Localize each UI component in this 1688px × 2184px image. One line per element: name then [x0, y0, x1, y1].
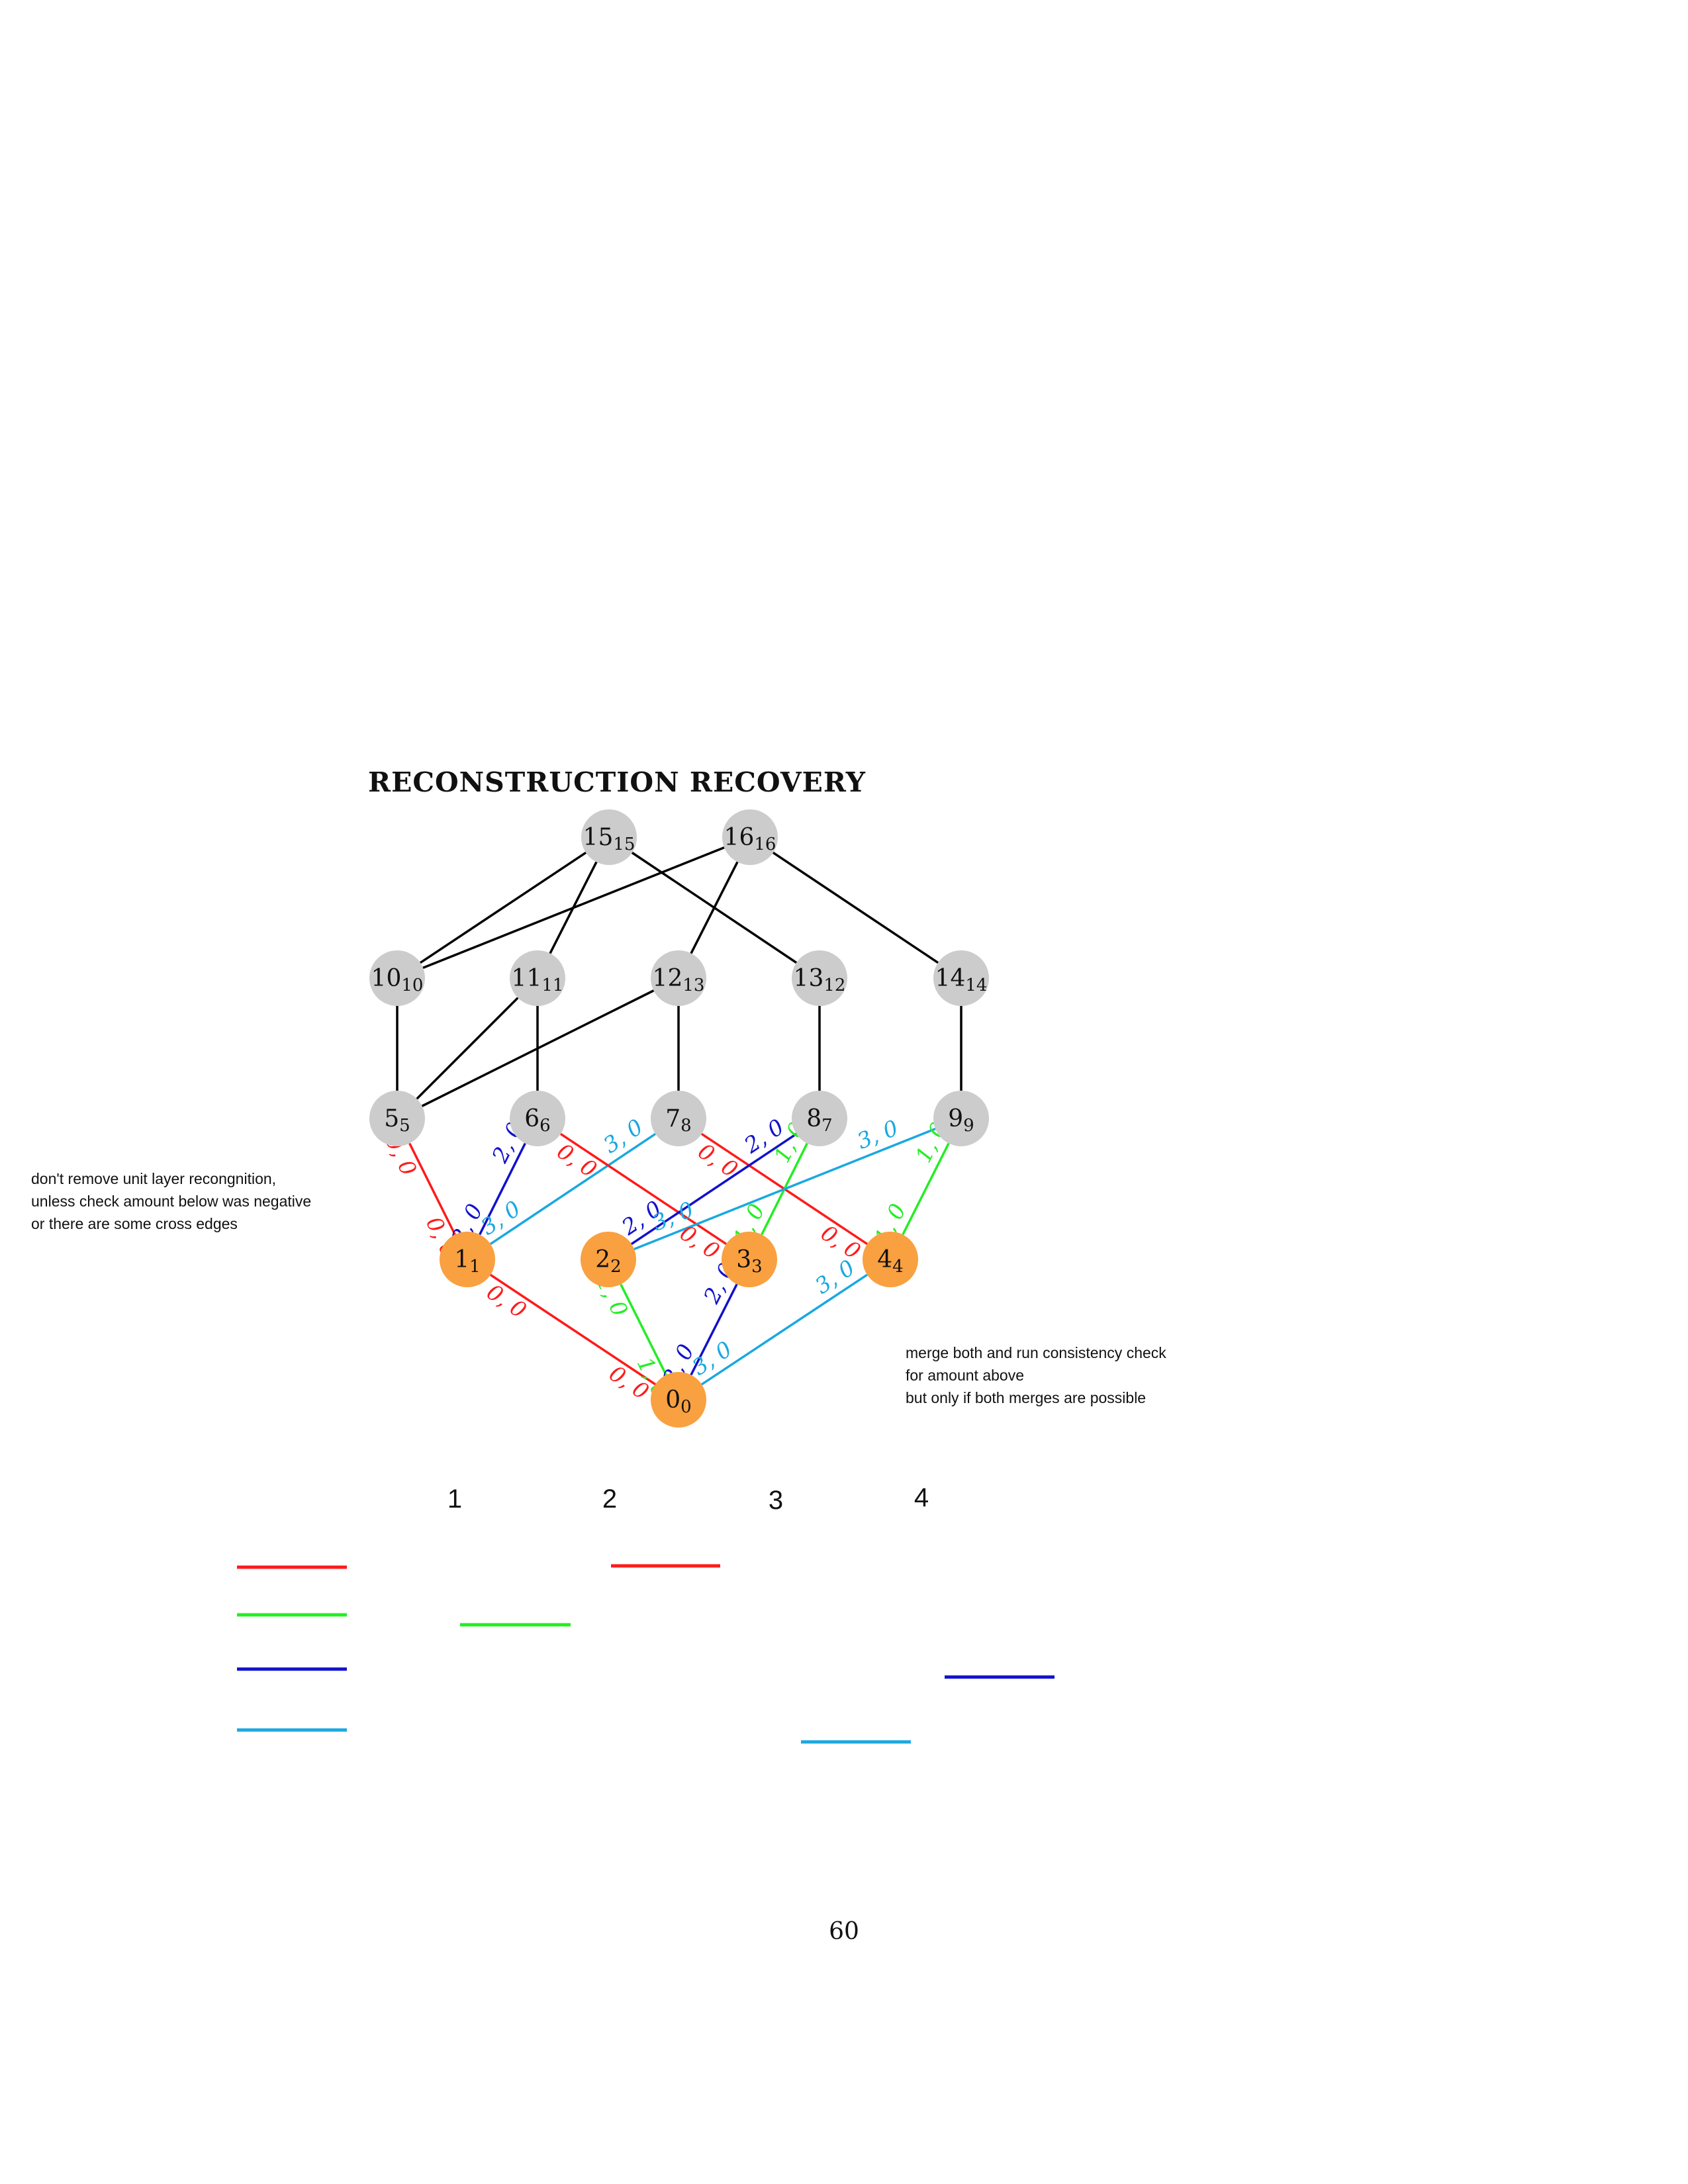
node-label: 55 [384, 1105, 410, 1136]
edge-n12-n5 [421, 989, 655, 1107]
node-13: 1312 [792, 950, 847, 1006]
node-label: 1010 [371, 965, 424, 995]
node-1: 11 [440, 1232, 495, 1287]
legend-layer [237, 1564, 1055, 1744]
node-circle [581, 809, 637, 865]
node-circle [510, 1091, 565, 1146]
node-circle [369, 1091, 425, 1146]
node-label: 33 [736, 1246, 762, 1277]
edge-n15-n10 [419, 851, 587, 964]
edge-n1-n0 [490, 1273, 656, 1386]
edge-n2-n0 [620, 1283, 667, 1376]
note-left: don't remove unit layer recongnition, un… [31, 1170, 312, 1232]
node-6: 66 [510, 1091, 565, 1146]
edge-label-bottom-n7-n1: 3, 0 [476, 1195, 525, 1240]
node-14: 1414 [933, 950, 989, 1006]
edge-n11-n5 [416, 997, 519, 1100]
node-label: 1515 [583, 824, 635, 854]
column-number-3: 3 [769, 1486, 783, 1515]
node-label: 78 [665, 1105, 691, 1136]
node-11: 1111 [510, 950, 565, 1006]
node-label: 66 [524, 1105, 550, 1136]
node-label: 00 [665, 1387, 691, 1417]
node-0: 00 [651, 1372, 706, 1428]
node-15: 1515 [581, 809, 637, 865]
edge-label-bottom-n6-n3: 0, 0 [675, 1220, 724, 1264]
column-numbers: 1 2 3 4 [447, 1483, 929, 1515]
node-label: 1616 [724, 824, 776, 854]
column-number-2: 2 [602, 1484, 617, 1514]
node-circle [510, 950, 565, 1006]
edge-n4-n0 [701, 1273, 868, 1386]
node-9: 99 [933, 1091, 989, 1146]
node-circle [369, 950, 425, 1006]
node-label: 1213 [653, 965, 705, 995]
node-circle [440, 1232, 495, 1287]
node-circle [651, 1091, 706, 1146]
node-10: 1010 [369, 950, 425, 1006]
node-16: 1616 [722, 809, 778, 865]
note-right: merge both and run consistency check for… [906, 1344, 1166, 1406]
edge-label-bottom-n4-n0: 3, 0 [687, 1336, 736, 1381]
node-7: 78 [651, 1091, 706, 1146]
node-label: 1111 [512, 965, 564, 995]
node-label: 1414 [935, 965, 988, 995]
column-number-1: 1 [447, 1484, 462, 1514]
edge-label-top-n7-n1: 3, 0 [598, 1114, 647, 1158]
node-circle [863, 1232, 918, 1287]
node-circle [581, 1232, 636, 1287]
node-circle [792, 950, 847, 1006]
node-label: 1312 [794, 965, 846, 995]
nodes-layer: 00 11 22 33 44 55 66 78 87 99 1010 1111 1213 1312 1414… [369, 809, 989, 1428]
diagram-title: RECONSTRUCTION RECOVERY [368, 766, 866, 798]
node-circle [933, 1091, 989, 1146]
node-12: 1213 [651, 950, 706, 1006]
edge-n6-n1 [479, 1142, 526, 1236]
edges-layer [396, 846, 962, 1386]
node-label: 87 [806, 1105, 832, 1136]
node-label: 44 [877, 1246, 903, 1277]
edge-n9-n4 [902, 1142, 950, 1236]
node-2: 22 [581, 1232, 636, 1287]
edge-n16-n10 [422, 846, 725, 970]
edge-n16-n12 [690, 861, 739, 954]
edge-n9-n2 [633, 1127, 936, 1251]
node-label: 99 [948, 1105, 974, 1136]
node-8: 87 [792, 1091, 847, 1146]
node-circle [722, 809, 778, 865]
edge-n3-n0 [690, 1283, 738, 1376]
node-label: 22 [595, 1246, 621, 1277]
node-5: 55 [369, 1091, 425, 1146]
page-number: 60 [829, 1918, 859, 1945]
node-3: 33 [722, 1232, 777, 1287]
edge-n8-n2 [630, 1132, 798, 1246]
edge-n5-n1 [408, 1142, 456, 1236]
node-circle [722, 1232, 777, 1287]
node-circle [792, 1091, 847, 1146]
edge-n7-n1 [489, 1132, 657, 1246]
edge-label-top-n9-n2: 3, 0 [853, 1115, 902, 1154]
edge-n16-n14 [772, 851, 939, 964]
node-circle [651, 1372, 706, 1428]
column-number-4: 4 [914, 1483, 929, 1512]
node-circle [933, 950, 989, 1006]
edge-n6-n3 [559, 1132, 727, 1246]
node-circle [651, 950, 706, 1006]
node-4: 44 [863, 1232, 918, 1287]
edge-label-top-n1-n0: 0, 0 [482, 1279, 531, 1323]
node-label: 11 [454, 1246, 480, 1277]
